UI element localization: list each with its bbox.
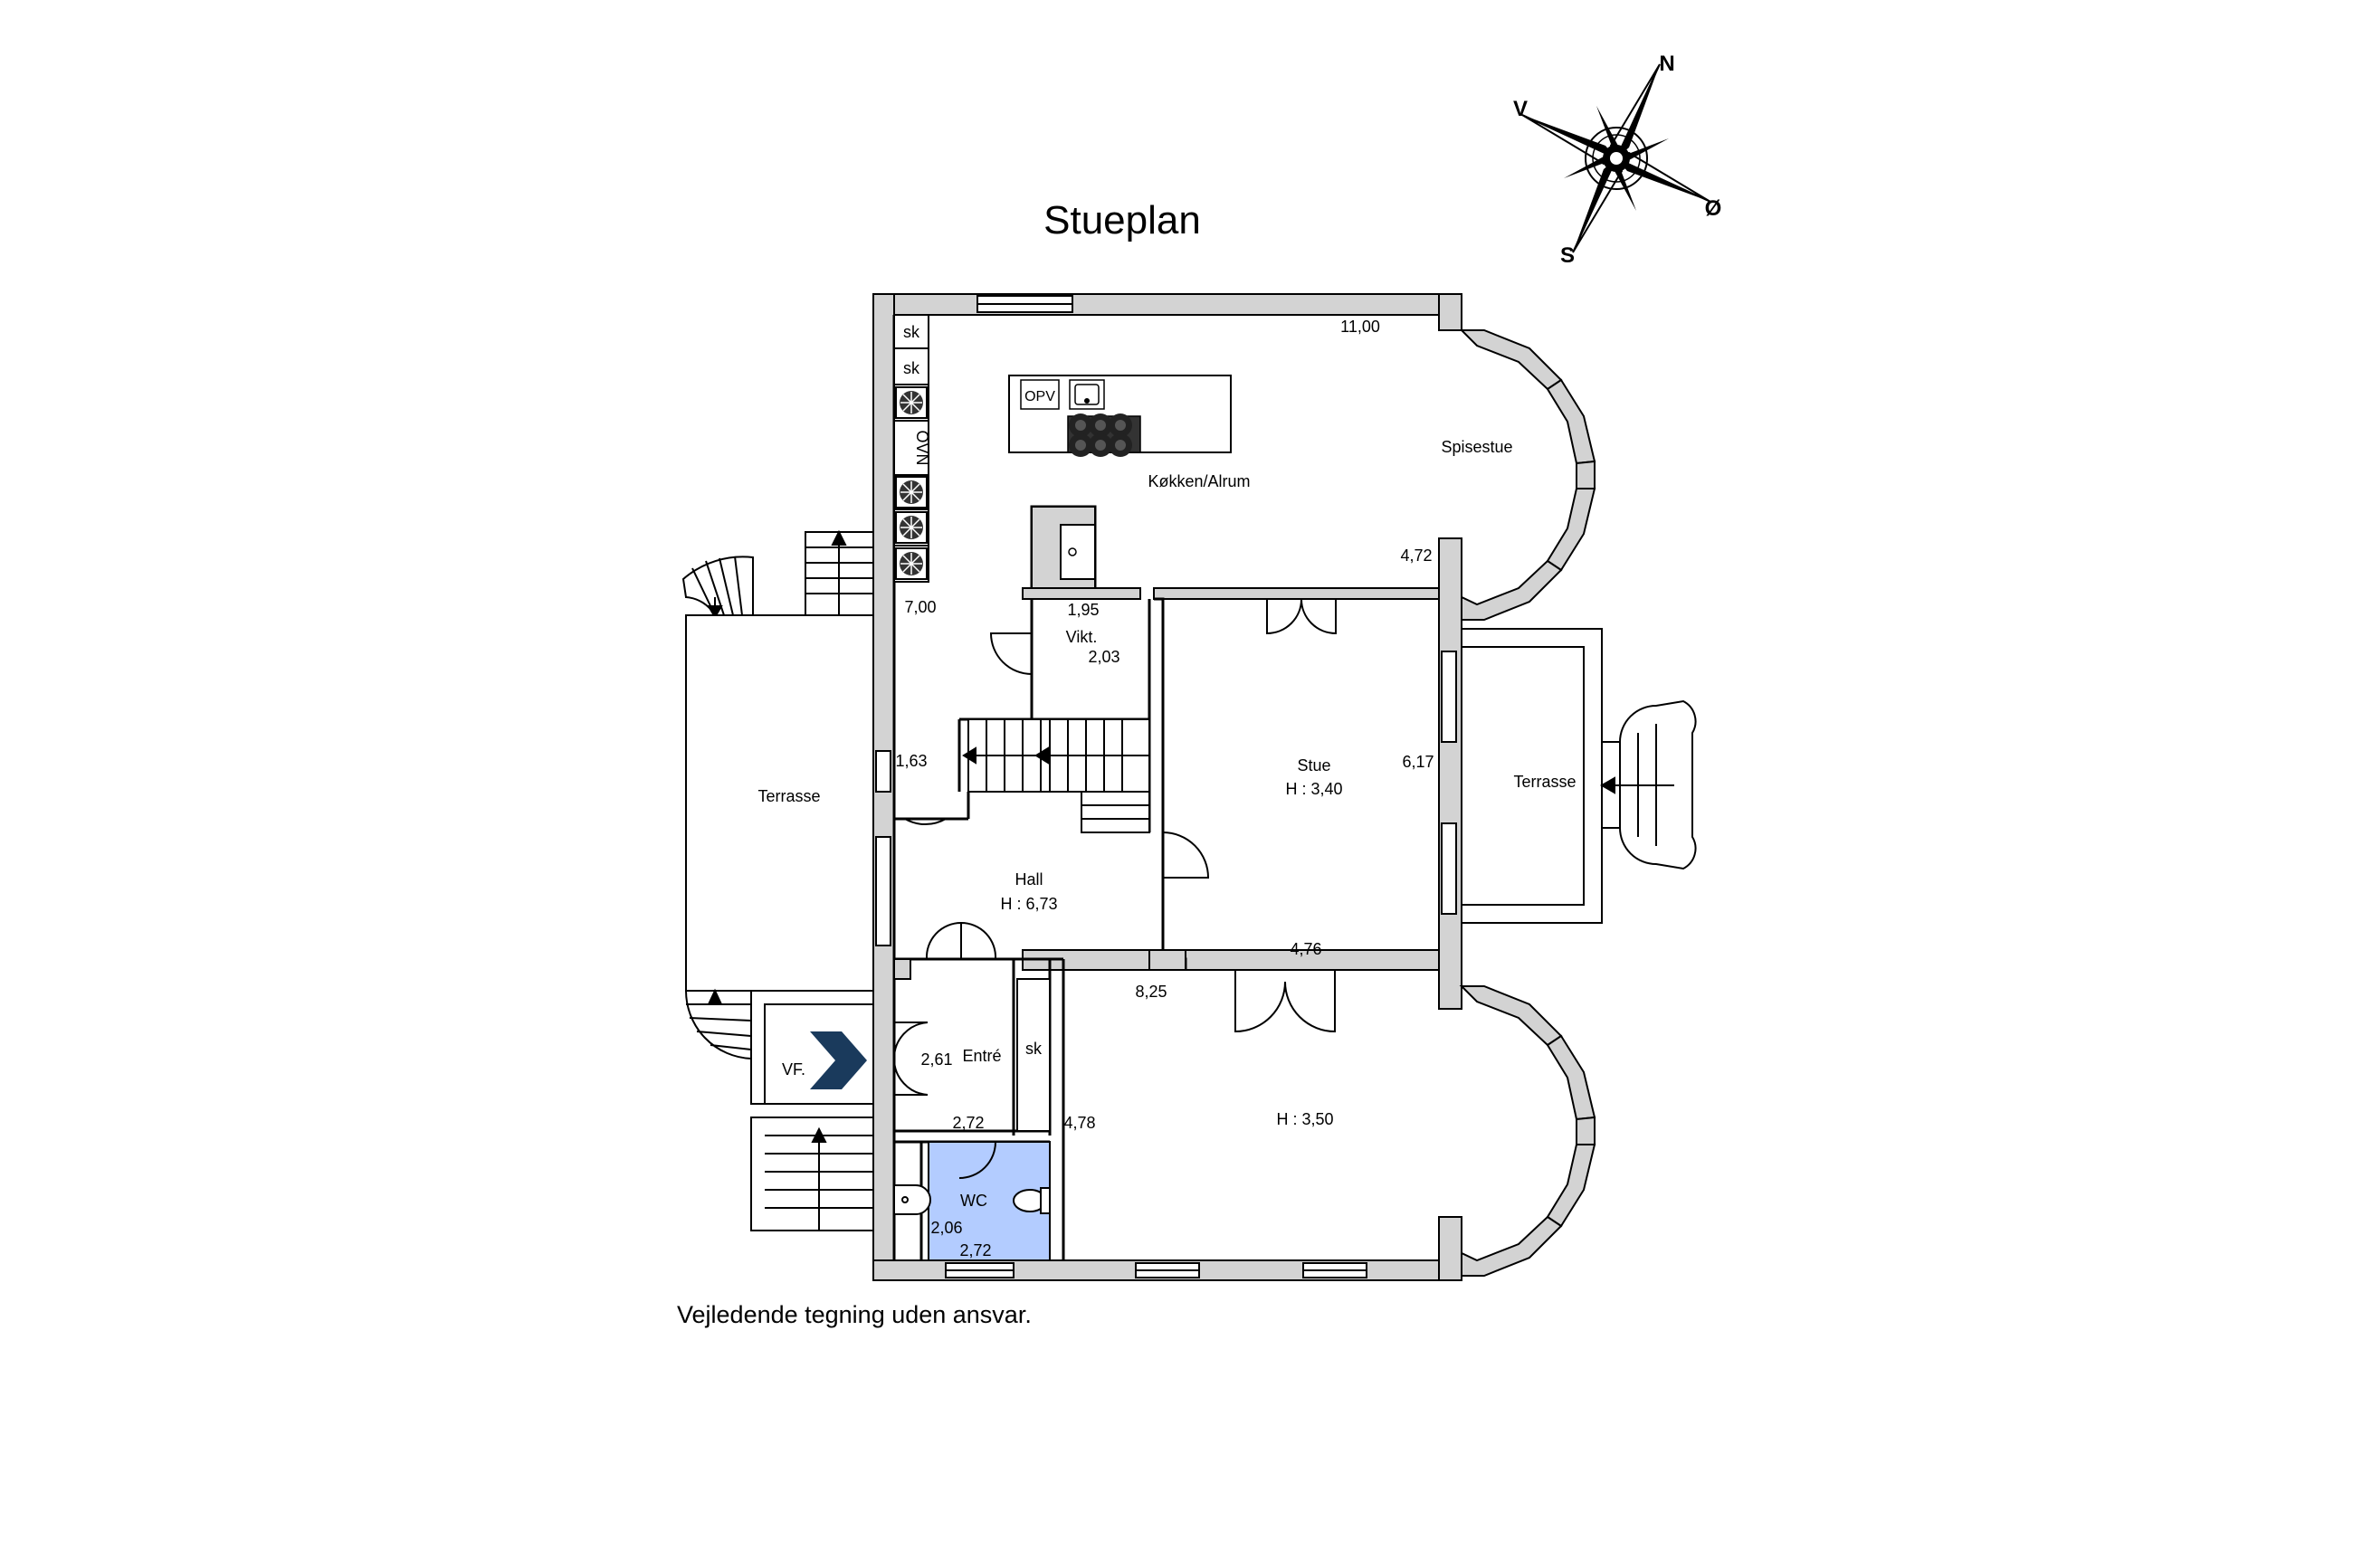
- compass-east: Ø: [1705, 196, 1722, 221]
- room-hall: Hall: [1015, 870, 1043, 889]
- cabinet-sk-1: sk: [903, 323, 920, 341]
- curved-stair-north: [681, 556, 754, 619]
- wall-block-hall: [1148, 949, 1186, 971]
- entrance-label: VF.: [782, 1060, 805, 1079]
- room-living: Stue: [1297, 756, 1330, 774]
- bay-window-north: [1459, 329, 1596, 621]
- pantry-sink-icon: [1060, 524, 1096, 580]
- dim-label: 2,61: [920, 1050, 952, 1069]
- windows: [875, 295, 1457, 1278]
- terrace-east: [1461, 628, 1697, 924]
- dim-label: 2,06: [930, 1219, 962, 1237]
- room-entry: Entré: [962, 1047, 1001, 1065]
- radiator-icon: [895, 476, 928, 508]
- dim-label: 2,72: [952, 1114, 984, 1132]
- wc-fixtures: [893, 1184, 1051, 1215]
- dim-label: 4,78: [1063, 1114, 1095, 1132]
- room-wc: WC: [960, 1192, 987, 1210]
- radiator-icon: [895, 511, 928, 544]
- dim-label: 7,00: [904, 598, 936, 616]
- cabinet-sk-2: sk: [903, 359, 920, 377]
- room-kitchen: Køkken/Alrum: [1148, 472, 1250, 490]
- dim-label: 6,17: [1402, 753, 1434, 771]
- dishwasher-label: OPV: [1024, 389, 1055, 404]
- entry-closet: [1016, 978, 1051, 1132]
- wall-block-entry: [893, 958, 911, 980]
- dim-label: 4,72: [1400, 546, 1432, 565]
- cooktop-burners-icon: [1069, 413, 1132, 457]
- entrance-porch: [750, 990, 874, 1231]
- closet-sk-label: sk: [1025, 1040, 1043, 1058]
- room-dining: Spisestue: [1441, 438, 1512, 456]
- bay-window-south: [1459, 985, 1596, 1277]
- dim-label: 8,25: [1135, 983, 1167, 1001]
- stair-arrows: [962, 746, 1149, 765]
- dim-label: 1,63: [895, 752, 927, 770]
- curved-stair-south: [684, 988, 752, 1060]
- radiator-icon: [895, 386, 928, 419]
- plan-title: Stueplan: [1043, 198, 1201, 242]
- room-pantry: Vikt.: [1066, 628, 1098, 646]
- entrance-arrow-icon: [810, 1031, 867, 1089]
- interior-stair: [967, 718, 1150, 833]
- disclaimer-text: Vejledende tegning uden ansvar.: [677, 1301, 1032, 1328]
- dim-label: 2,03: [1088, 648, 1119, 666]
- compass-south: S: [1560, 243, 1575, 268]
- dimension-labels: 11,00 4,72 7,00 1,95 2,03 1,63 6,17 4,76…: [895, 318, 1434, 1259]
- compass-west: V: [1513, 97, 1528, 121]
- room-terrace-east: Terrasse: [1513, 773, 1576, 791]
- dim-label: 1,95: [1067, 601, 1099, 619]
- room-terrace-west: Terrasse: [757, 787, 820, 805]
- radiator-icon: [895, 547, 928, 580]
- compass-north: N: [1659, 52, 1674, 76]
- dim-label: 4,76: [1290, 940, 1321, 958]
- terrace-west: [685, 614, 874, 992]
- room-hall-height: H : 6,73: [1000, 895, 1057, 913]
- dim-label: 11,00: [1340, 318, 1380, 336]
- room-lower-height: H : 3,50: [1276, 1110, 1333, 1128]
- oven-label: OVN: [913, 430, 931, 465]
- room-labels: Køkken/Alrum Spisestue Vikt. Stue H : 3,…: [757, 438, 1576, 1210]
- dim-label: 2,72: [959, 1241, 991, 1259]
- compass-rose-icon: [1521, 63, 1711, 253]
- room-living-height: H : 3,40: [1285, 780, 1342, 798]
- kitchen-exterior-stair: [805, 529, 874, 616]
- doors: [832, 598, 1501, 1179]
